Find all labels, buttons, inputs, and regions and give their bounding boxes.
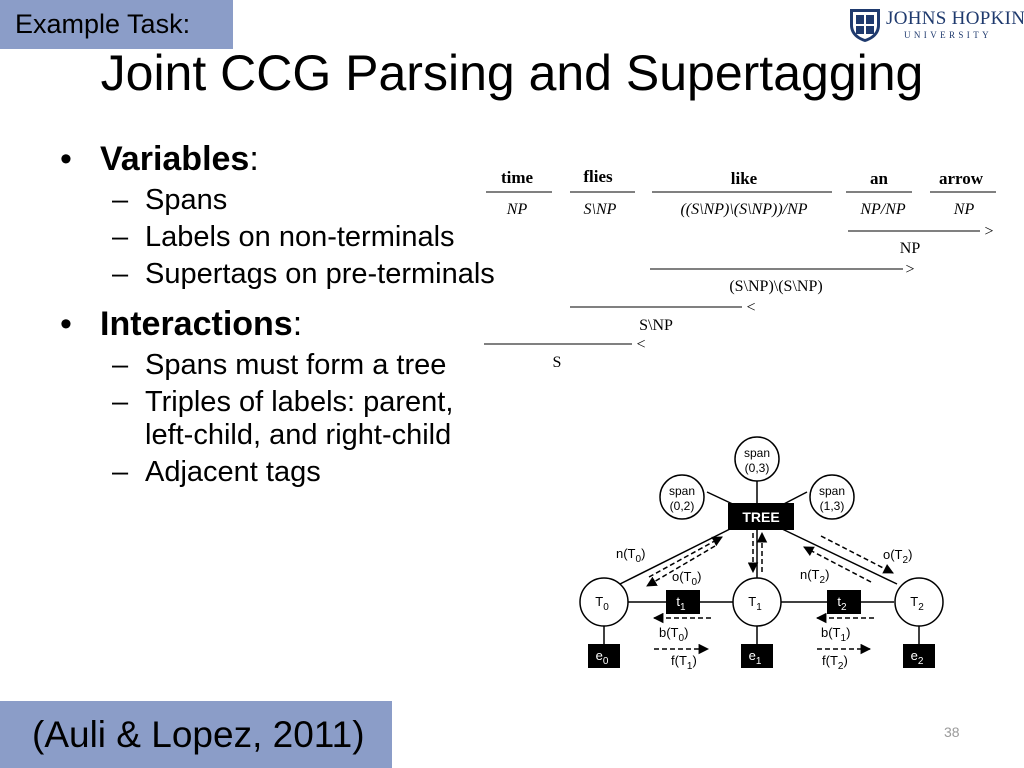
span-node-index: (0,3): [745, 461, 770, 475]
ccg-result: S: [553, 354, 562, 371]
message-label: b(T1): [821, 625, 850, 644]
message-label: f(T2): [822, 653, 848, 672]
ccg-supertag: NP: [953, 201, 975, 218]
ccg-word: flies: [583, 167, 613, 186]
sub-bullet-text: Triples of labels: parent, left-child, a…: [145, 386, 454, 451]
citation-box: (Auli & Lopez, 2011): [0, 701, 392, 768]
sub-bullet: –Adjacent tags: [112, 456, 321, 488]
message-label: f(T1): [671, 653, 697, 672]
ccg-supertag: NP/NP: [859, 201, 906, 218]
message-label: o(T2): [883, 547, 912, 566]
span-node-label: span: [819, 484, 845, 498]
bullet-colon: :: [292, 305, 303, 343]
sub-bullet-text: Spans must form a tree: [145, 349, 447, 381]
message-label: n(T0): [616, 546, 645, 565]
adjacent-factor-label: t2: [837, 594, 847, 613]
slide-title: Joint CCG Parsing and Supertagging: [100, 45, 924, 101]
sub-bullet: –Supertags on pre-terminals: [112, 258, 495, 290]
bullet-variables: Variables:: [60, 136, 500, 182]
jhu-logo: JOHNS HOPKINS UNIVERSITY: [848, 6, 1024, 44]
sub-bullet: –Triples of labels: parent, left-child, …: [112, 386, 454, 451]
ccg-supertag: ((S\NP)\(S\NP))/NP: [680, 201, 807, 218]
span-node-index: (1,3): [820, 499, 845, 513]
unary-factor-label: e1: [749, 648, 762, 667]
message-label: b(T0): [659, 625, 688, 644]
bullet-group-variables: Variables: –Spans –Labels on non-termina…: [60, 136, 500, 291]
jhu-shield-icon: [850, 9, 880, 42]
bullet-colon: :: [249, 140, 259, 178]
unary-factor-label: e0: [596, 648, 609, 667]
ccg-word: arrow: [939, 169, 984, 188]
example-task-label: Example Task:: [0, 0, 233, 49]
tag-node-label: T1: [748, 594, 762, 613]
bullet-heading: Interactions: [100, 305, 293, 343]
factor-graph: span (0,3) span (0,2) span (1,3) TREE T0…: [579, 436, 944, 672]
bullet-group-interactions: Interactions: –Spans must form a tree –T…: [60, 301, 500, 489]
adjacent-factor-label: t1: [676, 594, 686, 613]
bullet-heading: Variables: [100, 140, 250, 178]
sub-bullet: –Labels on non-terminals: [112, 221, 455, 253]
ccg-result: S\NP: [639, 317, 673, 334]
ccg-word: like: [731, 169, 758, 188]
span-node-label: span: [744, 446, 770, 460]
tag-node-label: T2: [910, 594, 924, 613]
unary-factor-label: e2: [911, 648, 924, 667]
logo-subtitle: UNIVERSITY: [904, 30, 992, 40]
ccg-combinator: <: [636, 336, 645, 353]
ccg-combinator: >: [984, 223, 993, 240]
page-number: 38: [944, 724, 960, 740]
ccg-combinator: >: [905, 261, 914, 278]
tree-factor-label: TREE: [742, 509, 779, 525]
bullet-list: Variables: –Spans –Labels on non-termina…: [60, 136, 500, 499]
sub-bullet-text: Supertags on pre-terminals: [145, 258, 495, 290]
tag-node-label: T0: [595, 594, 609, 613]
message-label: o(T0): [672, 569, 701, 588]
ccg-derivation: time flies like an arrow NP S\NP ((S\NP)…: [484, 167, 996, 371]
ccg-supertag: NP: [506, 201, 528, 218]
ccg-result: (S\NP)\(S\NP): [729, 278, 822, 295]
sub-bullet-text: Labels on non-terminals: [145, 221, 455, 253]
ccg-result: NP: [900, 240, 921, 257]
logo-name: JOHNS HOPKINS: [886, 8, 1024, 29]
sub-bullet: –Spans: [112, 184, 228, 216]
span-node-label: span: [669, 484, 695, 498]
ccg-supertag: S\NP: [584, 201, 617, 218]
sub-bullet-text: Adjacent tags: [145, 456, 321, 488]
sub-bullet-text: Spans: [145, 184, 228, 216]
sub-bullet: –Spans must form a tree: [112, 349, 447, 381]
ccg-word: an: [870, 169, 889, 188]
span-node-index: (0,2): [670, 499, 695, 513]
message-label: n(T2): [800, 567, 829, 586]
ccg-word: time: [501, 168, 534, 187]
bullet-interactions: Interactions:: [60, 301, 500, 347]
ccg-combinator: <: [746, 299, 755, 316]
